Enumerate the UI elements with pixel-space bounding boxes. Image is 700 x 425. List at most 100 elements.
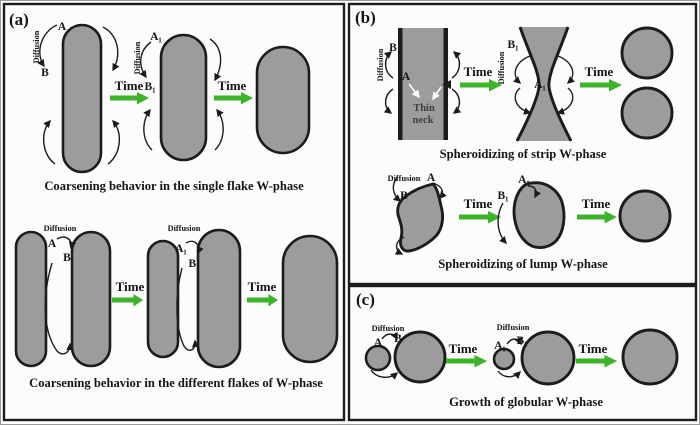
site-a1-label: A₁ bbox=[150, 31, 162, 43]
diffusion-label: Diffusion bbox=[44, 224, 77, 233]
necked-strip-right-edge bbox=[547, 26, 573, 142]
panel-b-strip-row: B Diffusion A Thin neck Time B₁ Diffusio… bbox=[376, 26, 674, 161]
panel-a: (a) A B Diffusion A₁ B₁ Diffusion Time T… bbox=[9, 10, 339, 390]
diffusion-arc bbox=[56, 236, 77, 250]
diffusion-arc bbox=[497, 370, 521, 379]
strip-w-phase bbox=[398, 28, 448, 140]
spheroid-circle bbox=[620, 86, 674, 140]
diffusion-arc bbox=[370, 369, 399, 380]
strip-left-edge bbox=[398, 28, 403, 140]
flake-capsule-8 bbox=[281, 234, 339, 364]
rounded-lump-w-phase bbox=[512, 181, 566, 249]
thin-neck-label: Thin bbox=[413, 103, 435, 114]
diffusion-arc bbox=[383, 51, 394, 79]
small-globule bbox=[364, 344, 392, 372]
thin-neck-label: neck bbox=[413, 115, 434, 126]
panel-a-top-row: A B Diffusion A₁ B₁ Diffusion Time Time … bbox=[32, 21, 311, 193]
site-b-label: B bbox=[400, 190, 408, 202]
diffusion-arc bbox=[557, 55, 576, 84]
flake-capsule-5 bbox=[70, 230, 112, 368]
diffusion-label: Diffusion bbox=[32, 30, 41, 63]
diffusion-arc bbox=[514, 87, 532, 115]
time-label: Time bbox=[464, 64, 493, 79]
diffusion-arc bbox=[381, 331, 398, 341]
diffusion-label: Diffusion bbox=[497, 51, 506, 84]
necked-strip-w-phase bbox=[517, 27, 571, 141]
diffusion-arc bbox=[392, 176, 402, 202]
diffusion-arc bbox=[451, 51, 462, 79]
diffusion-arc bbox=[43, 119, 56, 165]
diffusion-label: Diffusion bbox=[133, 41, 142, 74]
site-b-label: B bbox=[394, 333, 402, 345]
diffusion-arc bbox=[176, 267, 200, 351]
diffusion-arc bbox=[209, 38, 222, 82]
site-b1-label: B₁ bbox=[497, 190, 508, 202]
diffusion-arc bbox=[394, 236, 405, 255]
diffusion-arc bbox=[185, 240, 204, 255]
panel-a-top-caption: Coarsening behavior in the single flake … bbox=[44, 179, 304, 193]
site-b1-label: B₁ bbox=[507, 39, 518, 51]
necked-strip-left-edge bbox=[515, 26, 541, 142]
diffusion-arc bbox=[102, 26, 120, 72]
panel-a-label: (a) bbox=[9, 10, 29, 29]
time-label: Time bbox=[115, 78, 144, 93]
site-a-label: A bbox=[374, 337, 383, 349]
panel-b-strip-caption: Spheroidizing of strip W-phase bbox=[440, 147, 607, 161]
panel-c-label: (c) bbox=[356, 290, 375, 309]
site-a1-label: A₁ bbox=[175, 243, 187, 255]
site-a1-label: A₁ bbox=[518, 174, 530, 186]
site-a-label: A bbox=[58, 21, 67, 33]
site-a-label: A bbox=[427, 172, 436, 184]
time-label: Time bbox=[585, 64, 614, 79]
flake-capsule-6 bbox=[146, 239, 180, 359]
time-label: Time bbox=[449, 341, 478, 356]
panel-b-lump-row: Diffusion A B Time A₁ B₁ Time Spheroidiz… bbox=[388, 172, 672, 271]
panel-b-lump-caption: Spheroidizing of lump W-phase bbox=[438, 257, 608, 271]
time-label: Time bbox=[464, 196, 493, 211]
panel-a-bottom-caption: Coarsening behavior in the different fla… bbox=[29, 376, 323, 390]
time-label: Time bbox=[116, 279, 145, 294]
time-label: Time bbox=[579, 341, 608, 356]
diffusion-arc bbox=[527, 185, 542, 199]
diffusion-label: Diffusion bbox=[497, 323, 530, 332]
diffusion-arc bbox=[37, 24, 58, 68]
diffusion-label: Diffusion bbox=[372, 324, 405, 333]
flake-capsule-2 bbox=[159, 33, 208, 162]
lump-w-phase bbox=[396, 182, 445, 253]
small-globule bbox=[492, 347, 516, 371]
diffusion-arc bbox=[214, 108, 224, 151]
site-b1-label: B₁ bbox=[144, 81, 155, 93]
diffusion-arc bbox=[143, 108, 153, 151]
time-label: Time bbox=[582, 196, 611, 211]
diffusion-arc bbox=[107, 119, 120, 165]
flake-capsule-4 bbox=[14, 230, 48, 368]
diffusion-arc bbox=[451, 88, 462, 114]
diffusion-arc bbox=[512, 55, 531, 84]
panel-c-caption: Growth of globular W-phase bbox=[449, 395, 603, 409]
thin-neck-pointer-arrow bbox=[432, 86, 442, 101]
flake-capsule-3 bbox=[255, 45, 311, 155]
panel-b: (b) B Diffusion A Thin neck Time bbox=[355, 8, 674, 271]
diffusion-arc bbox=[383, 88, 394, 114]
panel-c: (c) Diffusion A B Time Diffusion A₁ B₁ T… bbox=[356, 290, 679, 409]
site-b-label: B bbox=[41, 67, 49, 79]
diffusion-arc bbox=[432, 182, 447, 200]
diffusion-arc bbox=[506, 336, 522, 346]
diffusion-label: Diffusion bbox=[376, 48, 385, 81]
thin-neck-pointer-arrow bbox=[408, 83, 420, 99]
diffusion-arc bbox=[556, 87, 574, 115]
diffusion-label: Diffusion bbox=[388, 174, 421, 183]
spheroid-circle bbox=[618, 189, 672, 243]
site-a1-label: A₁ bbox=[494, 340, 506, 352]
flake-capsule-1 bbox=[61, 23, 103, 174]
site-a-label: A bbox=[48, 238, 57, 250]
diffusion-arc bbox=[139, 41, 152, 79]
grown-globule bbox=[621, 328, 679, 386]
site-a-label: A bbox=[402, 71, 411, 83]
neck-pointer-arrowhead bbox=[442, 80, 451, 89]
site-b1-label: B₁ bbox=[516, 335, 527, 347]
diffusion-label: Diffusion bbox=[168, 224, 201, 233]
time-label: Time bbox=[248, 279, 277, 294]
